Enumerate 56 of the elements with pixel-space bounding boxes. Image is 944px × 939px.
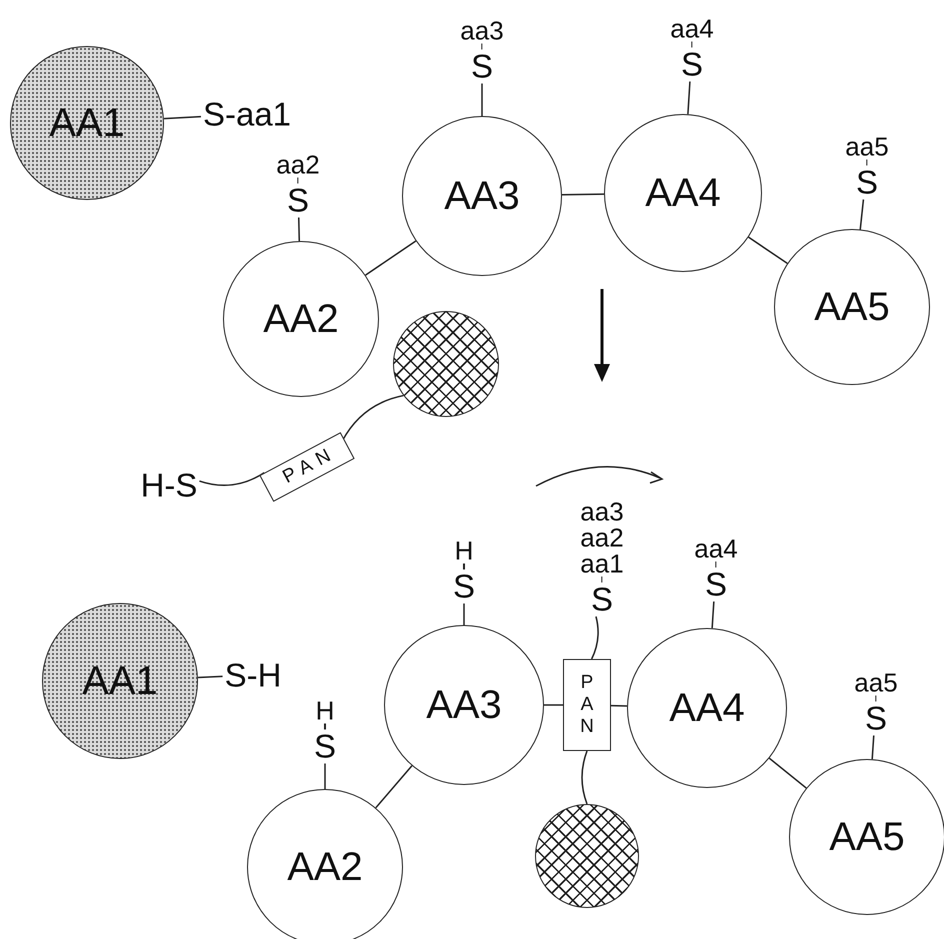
domain-label: AA5 — [814, 287, 890, 327]
connector-line — [544, 704, 563, 706]
connector-line — [164, 116, 202, 120]
connector-line — [463, 604, 465, 625]
pan-box — [563, 659, 611, 751]
connector-line — [342, 394, 404, 442]
connector-line — [687, 81, 691, 114]
residue-label: aa1 — [580, 550, 624, 576]
domain-label: AA2 — [263, 299, 339, 339]
connector-line — [199, 472, 265, 486]
connector-line — [375, 765, 412, 808]
residue-label: aa3 — [580, 498, 624, 524]
sulfur-label: S — [591, 582, 613, 616]
thiol-label: S-H — [224, 658, 282, 692]
residue-label: aa2 — [580, 524, 624, 550]
connector-line — [562, 193, 604, 196]
sulfur-label: S — [705, 568, 727, 600]
domain-label: AA3 — [444, 176, 520, 216]
residue-label: H — [454, 538, 474, 564]
residue-label: aa2 — [276, 152, 320, 178]
residue-label: aa5 — [854, 670, 898, 696]
residue-label: aa5 — [845, 134, 889, 160]
connector-line — [860, 199, 864, 230]
sulfur-label: S — [314, 730, 336, 762]
sulfur-label: S — [681, 48, 703, 80]
thiol-label: H-S — [140, 468, 198, 502]
connector-line — [481, 84, 483, 116]
connector-line — [365, 240, 416, 276]
residue-label: aa3 — [460, 18, 504, 44]
domain-label: AA3 — [426, 685, 502, 725]
domain-label: AA4 — [669, 688, 745, 728]
sulfur-label: S — [453, 570, 475, 602]
connector-line — [581, 750, 588, 804]
sulfur-label: S — [865, 702, 887, 734]
pan-label: PAN — [579, 672, 595, 738]
connector-line — [768, 758, 807, 789]
domain-label: AA5 — [829, 817, 905, 857]
residue-label: aa4 — [670, 16, 714, 42]
connector-line — [198, 676, 223, 678]
residue-label: aa4 — [694, 536, 738, 562]
connector-line — [610, 704, 628, 707]
sulfur-label: S — [287, 184, 309, 216]
connector-line — [748, 236, 788, 264]
connector-line — [711, 601, 715, 628]
residue-label: H — [316, 698, 334, 724]
connector-line — [324, 764, 326, 789]
sulfur-label: S — [856, 166, 878, 198]
connector-line — [871, 735, 875, 760]
domain-label: AA1 — [49, 103, 125, 143]
sulfur-label: S — [471, 50, 493, 82]
domain-label: AA2 — [287, 847, 363, 887]
connector-line — [298, 217, 300, 242]
connector-line — [590, 616, 599, 660]
domain-label: AA4 — [645, 173, 721, 213]
thiol-label: S-aa1 — [202, 98, 292, 130]
domain-label: AA1 — [82, 661, 158, 701]
